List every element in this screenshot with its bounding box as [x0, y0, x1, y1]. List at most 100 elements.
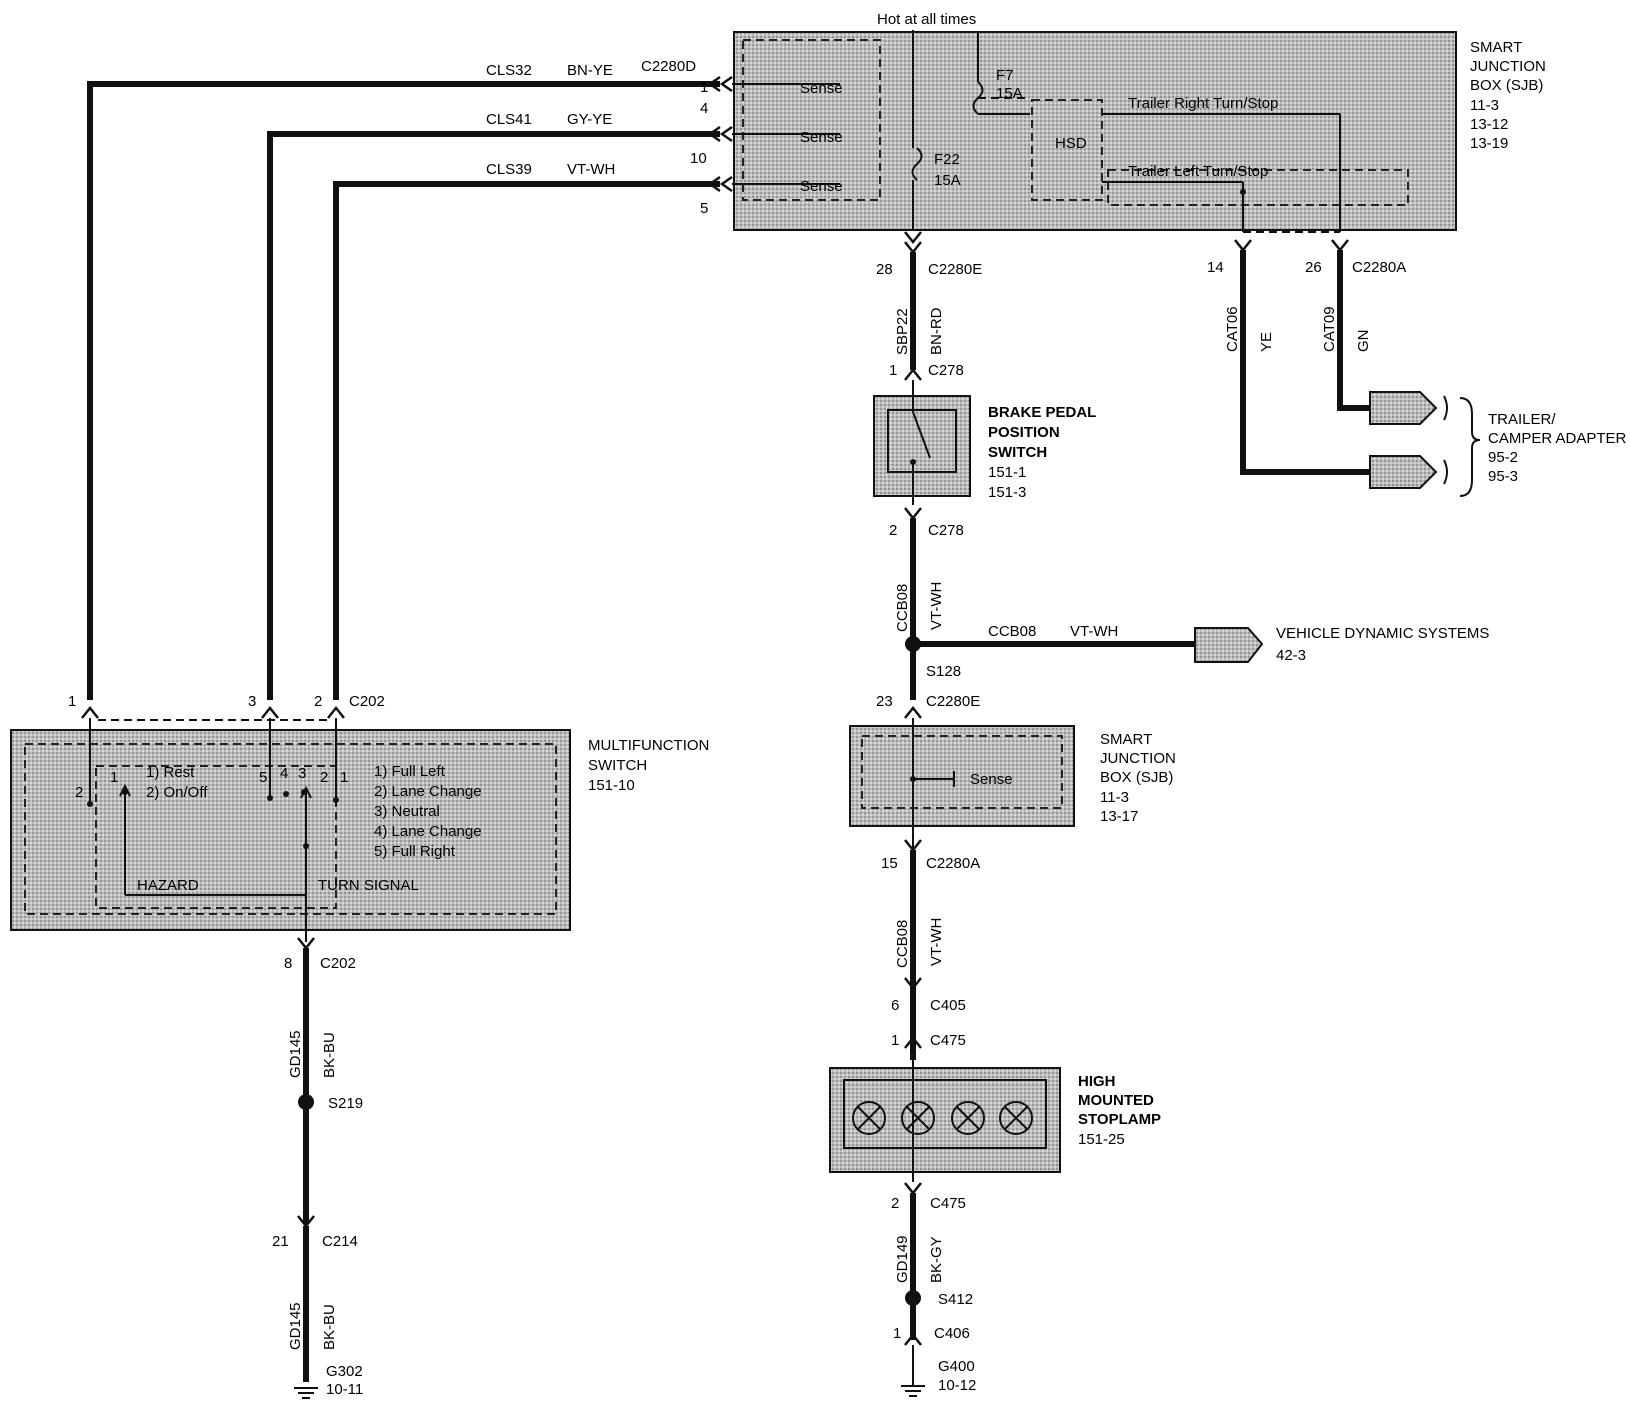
- mfs-pin-4: 4: [280, 765, 288, 782]
- sjb-mid-line-3: BOX (SJB): [1100, 769, 1173, 786]
- g302-label: G302: [326, 1363, 363, 1380]
- sjb-top-box: [733, 31, 1457, 231]
- bulb-icon: [901, 1101, 935, 1135]
- c278-pin2-connector: [904, 507, 922, 521]
- c278-pin1-connector: [904, 367, 922, 381]
- wire-cls39-path: [333, 181, 720, 700]
- bulb-icon: [951, 1101, 985, 1135]
- left-ground-circuit: 8 C202 GD145 BK-BU S219 21 C214 GD145 BK…: [272, 895, 363, 1399]
- s128-label: S128: [926, 663, 961, 680]
- brake-switch-box: [873, 395, 971, 497]
- vtwh-color-upper: VT-WH: [928, 582, 945, 630]
- c2280d-pin4-connector: [707, 125, 733, 143]
- s219-label: S219: [328, 1095, 363, 1112]
- vds-ref: 42-3: [1276, 647, 1306, 664]
- c202-pin3-connector: [261, 705, 279, 719]
- c475-pin1-connector: [904, 1035, 922, 1049]
- sense-label-1: Sense: [800, 80, 843, 97]
- hsd-label: HSD: [1055, 135, 1087, 152]
- cls32-circuit: CLS32: [486, 62, 532, 79]
- f22-amp-label: 15A: [934, 172, 961, 189]
- vtwh-color-branch: VT-WH: [1070, 623, 1118, 640]
- bulb-icon: [999, 1101, 1033, 1135]
- c278-pin-1: 1: [889, 362, 897, 379]
- left-turn-dot: [1240, 189, 1246, 195]
- sense-label-2: Sense: [800, 129, 843, 146]
- c202-pin1-connector: [81, 705, 99, 719]
- c475-top-label: C475: [930, 1032, 966, 1049]
- hmsl-inner: [843, 1079, 1047, 1149]
- mfs-pin-2b: 2: [320, 769, 328, 786]
- c202-bottom-label: C202: [320, 955, 356, 972]
- c2280e-pin23-connector: [904, 705, 922, 719]
- sjb-top-line-2: JUNCTION: [1470, 58, 1546, 75]
- trailer-line-1: TRAILER/: [1488, 411, 1556, 428]
- sjb-top-label: SMART JUNCTION BOX (SJB) 11-3 13-12 13-1…: [1470, 39, 1546, 152]
- mfs-inner: [24, 743, 557, 915]
- pin-21: 21: [272, 1233, 289, 1250]
- c202-pin-1: 1: [68, 693, 76, 710]
- mfs-line-3: 151-10: [588, 777, 635, 794]
- c278-top-label: C278: [928, 362, 964, 379]
- sjb-mid-line-2: JUNCTION: [1100, 750, 1176, 767]
- ccb08-circuit-upper: CCB08: [894, 584, 911, 632]
- bulb-icon-x: [1004, 1106, 1028, 1130]
- ground-icon: [901, 1385, 925, 1397]
- hmsl-line-4: 151-25: [1078, 1131, 1125, 1148]
- brake-line-3: SWITCH: [988, 444, 1047, 461]
- sjb-top-lower-block: [1107, 169, 1409, 206]
- left-turn-label: Trailer Left Turn/Stop: [1128, 163, 1268, 180]
- turn-junction: [303, 843, 309, 849]
- sjb-mid-sense: Sense: [970, 771, 1013, 788]
- cls41-pin: 4: [700, 100, 708, 117]
- vds-connector: [1194, 627, 1264, 663]
- sjb-mid-box: [849, 725, 1075, 827]
- hazard-contact-2: [87, 801, 93, 807]
- brake-line-4: 151-1: [988, 464, 1026, 481]
- cls39-color: VT-WH: [567, 161, 615, 178]
- bulb-icon-x: [906, 1106, 930, 1130]
- turn-contact-1: [333, 797, 339, 803]
- pin-6: 6: [891, 997, 899, 1014]
- sjb-mid-line-5: 13-17: [1100, 808, 1138, 825]
- trailer-circuit: 14 26 C2280A CAT06 YE CAT09 GN TRAILER/ …: [1207, 239, 1627, 497]
- pin-28: 28: [876, 261, 893, 278]
- brake-line-5: 151-3: [988, 484, 1026, 501]
- trailer-connector-2: [1369, 455, 1438, 489]
- sjb-top: Sense Sense Sense F7 15A F22 15A HSD Tra…: [733, 31, 1457, 233]
- trailer-line-4: 95-3: [1488, 468, 1518, 485]
- c2280d-pin5-connector: [707, 175, 733, 193]
- c405-label: C405: [930, 997, 966, 1014]
- cls39-pin-10: 10: [690, 150, 707, 167]
- multifunction-switch: 1 3 2 C202 2 1 1) Rest 2) On/Off 5 4 3 2…: [10, 693, 709, 931]
- mfs-pin-5: 5: [259, 769, 267, 786]
- mfs-line-1: MULTIFUNCTION: [588, 737, 709, 754]
- hmsl-line-1: HIGH: [1078, 1073, 1116, 1090]
- bulb-icon: [852, 1101, 886, 1135]
- pin-14: 14: [1207, 259, 1224, 276]
- bkbu-color-upper: BK-BU: [321, 1032, 338, 1078]
- g400-ref: 10-12: [938, 1377, 976, 1394]
- cls32-color: BN-YE: [567, 62, 613, 79]
- hmsl-box: [829, 1067, 1061, 1173]
- trailer-connector-1: [1369, 391, 1438, 425]
- wire-cat09: [1337, 250, 1370, 411]
- g302-ref: 10-11: [326, 1381, 363, 1398]
- hmsl-line-2: MOUNTED: [1078, 1092, 1154, 1109]
- bkgy-color: BK-GY: [928, 1236, 945, 1283]
- c2280d-label: C2280D: [641, 58, 696, 75]
- c475-bottom-label: C475: [930, 1195, 966, 1212]
- bnrd-color: BN-RD: [928, 307, 945, 355]
- c406-label: C406: [934, 1325, 970, 1342]
- trailer-connector-caps: [1443, 395, 1448, 485]
- cls41-circuit: CLS41: [486, 111, 532, 128]
- c2280d-pin1-connector: [707, 75, 733, 93]
- sjb-top-line-4: 11-3: [1470, 97, 1499, 114]
- trailer-line-3: 95-2: [1488, 449, 1518, 466]
- wire-cls32: CLS32 BN-YE C2280D 1: [87, 58, 795, 700]
- sjb-top-hsd-block: [1031, 99, 1103, 201]
- vtwh-color-lower: VT-WH: [928, 918, 945, 966]
- cls39-circuit: CLS39: [486, 161, 532, 178]
- hazard-label: HAZARD: [137, 877, 199, 894]
- c202-pin-3: 3: [248, 693, 256, 710]
